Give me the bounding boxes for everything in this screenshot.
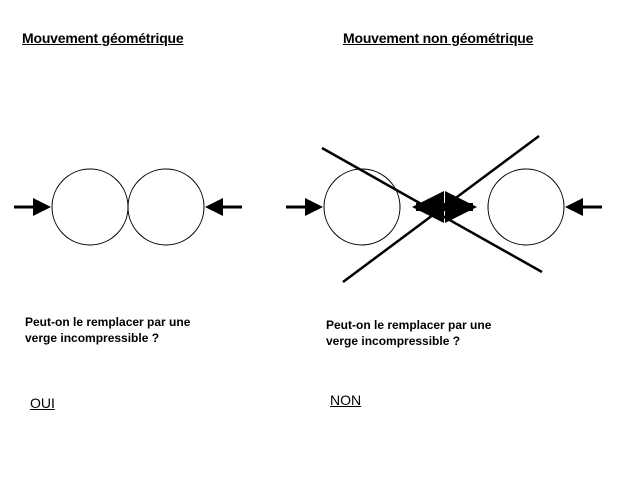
left-title: Mouvement géométrique	[22, 30, 184, 46]
right-title: Mouvement non géométrique	[343, 30, 534, 46]
ball-1	[323, 168, 401, 246]
left-question: Peut-on le remplacer par une verge incom…	[25, 314, 190, 346]
right-question: Peut-on le remplacer par une verge incom…	[326, 317, 491, 349]
right-answer: NON	[330, 392, 362, 408]
left-question-line1: Peut-on le remplacer par une	[25, 315, 191, 329]
left-question-line2: verge incompressible ?	[25, 331, 160, 345]
left-answer: OUI	[30, 395, 55, 411]
left-system	[14, 168, 242, 246]
cross-line-1	[321, 146, 543, 274]
right-question-line1: Peut-on le remplacer par une	[326, 318, 492, 332]
cross-line-2	[342, 134, 540, 284]
ball-2	[487, 168, 565, 246]
right-system	[286, 134, 602, 284]
left-ball-1	[51, 168, 129, 246]
left-ball-2	[127, 168, 205, 246]
right-question-line2: verge incompressible ?	[326, 334, 461, 348]
